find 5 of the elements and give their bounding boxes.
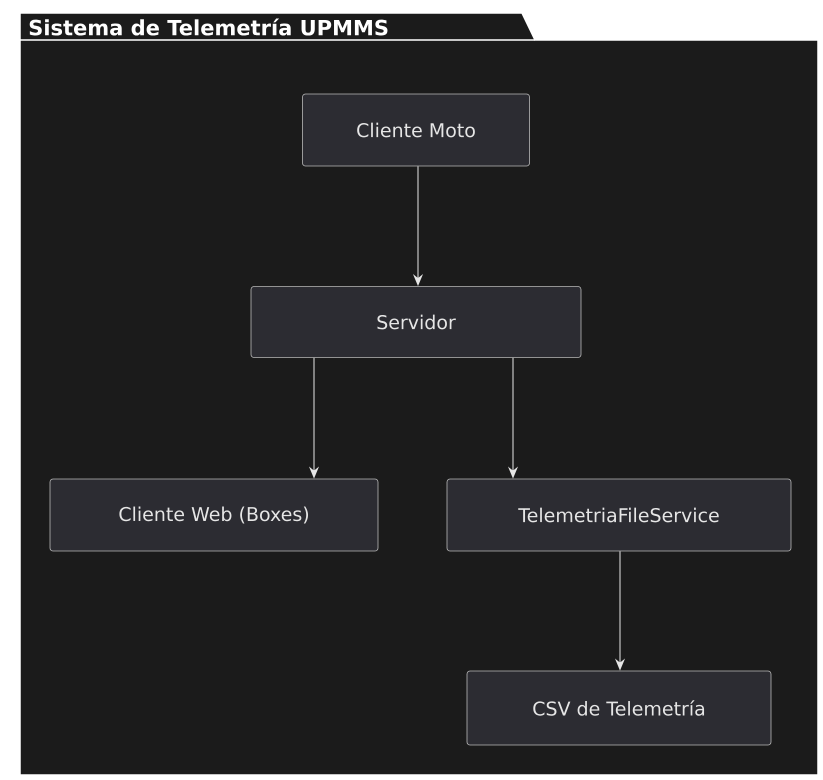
component-box: TelemetriaFileService bbox=[446, 478, 792, 552]
component-box: Servidor bbox=[250, 286, 582, 358]
component-box: Cliente Web (Boxes) bbox=[50, 478, 378, 552]
component-box: Cliente Moto bbox=[302, 94, 530, 166]
component-box: CSV de Telemetría bbox=[466, 670, 772, 746]
